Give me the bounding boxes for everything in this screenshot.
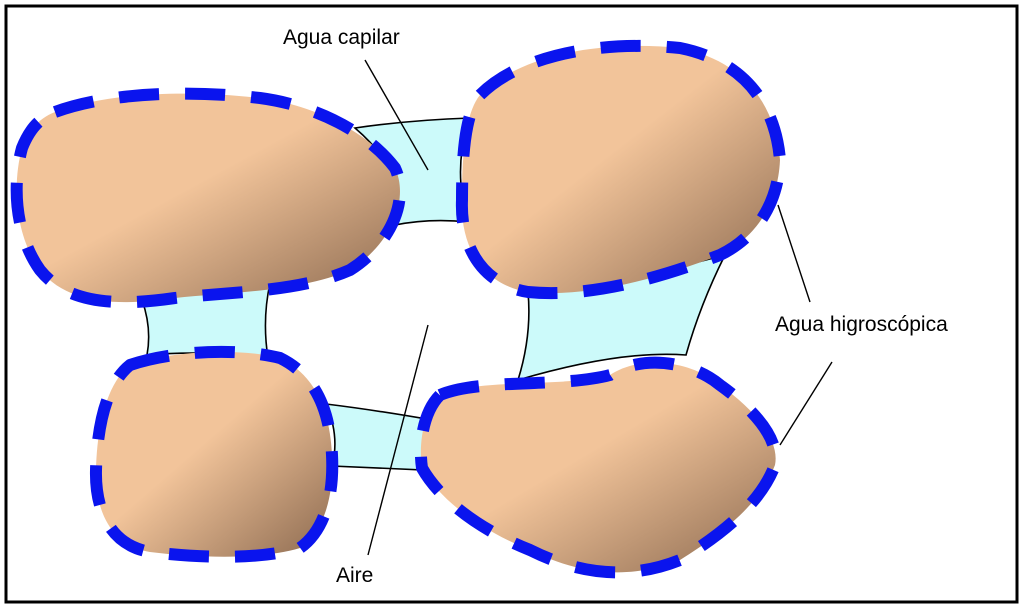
air-label: Aire bbox=[336, 564, 373, 587]
soil-particle-top-left bbox=[17, 94, 400, 302]
soil-particle-bottom-right bbox=[421, 363, 776, 573]
hygroscopic-leader-line-upper bbox=[778, 205, 810, 302]
hygroscopic-leader-line-lower bbox=[780, 362, 832, 445]
hygroscopic-water-label: Agua higroscópica bbox=[775, 313, 948, 336]
soil-particle-top-right bbox=[462, 46, 780, 293]
capillary-water-label: Agua capilar bbox=[283, 26, 400, 49]
soil-particle-bottom-left bbox=[96, 352, 332, 557]
